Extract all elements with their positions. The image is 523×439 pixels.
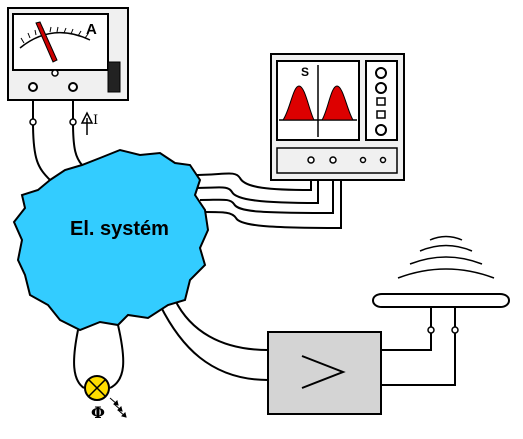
lamp-cross-b (88, 379, 106, 397)
oscilloscope-input-1 (307, 156, 315, 164)
ammeter-wire-right (72, 121, 83, 166)
amp-cable-top (174, 299, 269, 351)
oscilloscope-switch-1 (376, 97, 386, 106)
osc-cable-2b (204, 162, 342, 230)
lamp-wire-left (73, 329, 85, 389)
oscilloscope-knob-1 (375, 67, 387, 79)
electrical-system-blob (12, 148, 210, 332)
oscilloscope-switch-2 (376, 110, 386, 119)
oscilloscope-input-2 (329, 156, 337, 164)
ammeter-terminal-left (28, 82, 38, 92)
antenna-terminal-left (427, 326, 435, 334)
ammeter-terminal-right (68, 82, 78, 92)
ammeter-side-knob (107, 61, 121, 93)
antenna-terminal-right (451, 326, 459, 334)
oscilloscope-knob-2 (375, 82, 387, 94)
oscilloscope-pulse-1 (282, 85, 315, 121)
ammeter-wire-left (32, 121, 51, 181)
oscilloscope-input-3 (359, 156, 367, 164)
ammeter-unit-label: A (86, 21, 97, 38)
ammeter-pivot (51, 69, 59, 77)
antenna-wire-1 (381, 330, 432, 351)
oscilloscope-input-panel (276, 147, 398, 174)
amplifier-triangle-icon (301, 355, 346, 389)
osc-cable-1b (191, 162, 319, 205)
amplifier-body (267, 331, 382, 415)
oscilloscope (270, 53, 405, 181)
ammeter-probe-left (29, 118, 37, 126)
radio-waves-icon (397, 235, 495, 279)
antenna-crossbar (372, 293, 510, 308)
oscilloscope-input-4 (379, 156, 387, 164)
amp-cable-bottom (159, 304, 269, 381)
luminous-flux-label: Φ (91, 403, 105, 422)
ammeter-needle (35, 21, 58, 63)
current-label: I (93, 113, 99, 128)
osc-cable-1a (191, 162, 312, 192)
current-arrow-icon (80, 111, 94, 135)
lamp-wire-right (109, 324, 125, 389)
osc-cable-2a (199, 162, 334, 215)
oscilloscope-knob-3 (375, 124, 387, 136)
ammeter-scale-arc (19, 31, 91, 49)
electrical-system-label: El. systém (70, 218, 169, 240)
ammeter-ticks (20, 26, 89, 44)
antenna (372, 235, 510, 334)
oscilloscope-pulse-2 (321, 85, 354, 121)
ammeter (7, 7, 129, 135)
light-rays-icon (109, 397, 127, 418)
lamp (84, 375, 127, 418)
antenna-wire-2 (381, 330, 456, 386)
ammeter-probe-right (69, 118, 77, 126)
oscilloscope-channel-label: S (301, 65, 310, 79)
wires (32, 121, 456, 389)
amplifier (267, 331, 382, 415)
